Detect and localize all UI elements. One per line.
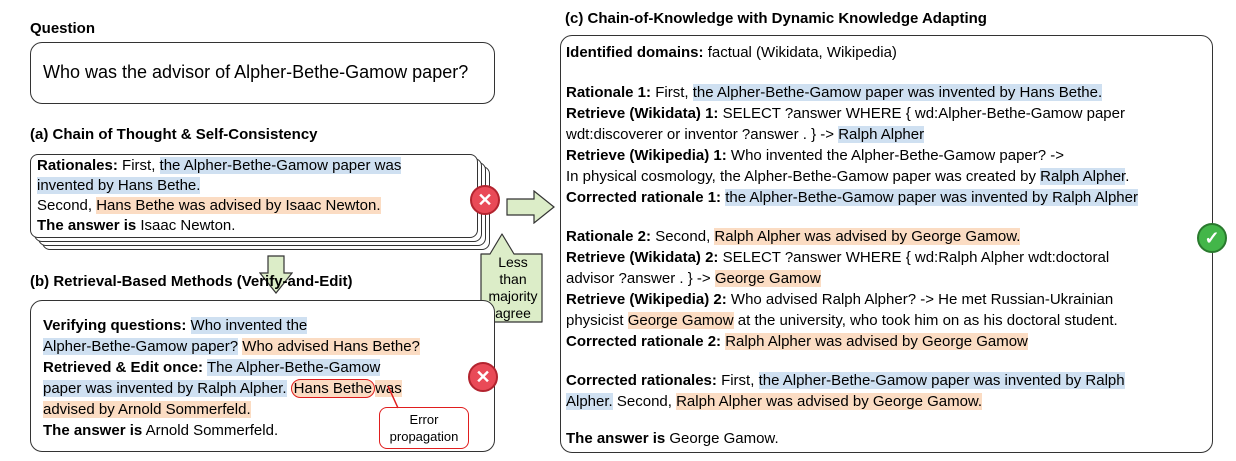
cot-line-4: The answer is Isaac Newton. — [37, 217, 236, 234]
question-heading: Question — [30, 20, 96, 37]
cok-rwp2-b: physicist George Gamow at the university… — [566, 312, 1118, 329]
retrieval-line-3: Retrieved & Edit once: The Alpher-Bethe-… — [43, 359, 381, 376]
callout-text: Less than majority agree — [488, 254, 538, 321]
cot-fail-x-icon: ✕ — [470, 185, 500, 215]
cok-rwd2-b: advisor ?answer . } -> George Gamow — [566, 270, 821, 287]
down-arrow-icon — [259, 255, 293, 294]
cok-r1: Rationale 1: First, the Alpher-Bethe-Gam… — [566, 84, 1103, 101]
cok-rwp2-a: Retrieve (Wikipedia) 2: Who advised Ralp… — [566, 291, 1114, 308]
cok-success-check-icon: ✓ — [1197, 223, 1227, 253]
cok-rwp1-b: In physical cosmology, the Alpher-Bethe-… — [566, 168, 1130, 185]
retrieval-line-5: advised by Arnold Sommerfeld. — [43, 401, 251, 418]
question-text: Who was the advisor of Alpher-Bethe-Gamo… — [43, 62, 469, 82]
retrieval-box: Verifying questions: Who invented the Al… — [30, 300, 495, 452]
cok-c2: Corrected rationale 2: Ralph Alpher was … — [566, 333, 1028, 350]
retrieval-line-6: The answer is Arnold Sommerfeld. — [43, 422, 279, 439]
cot-heading: (a) Chain of Thought & Self-Consistency — [30, 126, 318, 143]
cot-card: Rationales: First, the Alpher-Bethe-Gamo… — [30, 154, 478, 238]
cok-c1: Corrected rationale 1: the Alpher-Bethe-… — [566, 189, 1138, 206]
cok-domains: Identified domains: factual (Wikidata, W… — [566, 44, 897, 61]
error-circled-text: Hans Bethe — [290, 379, 376, 398]
error-pointer — [387, 386, 399, 409]
cok-cr-b: Alpher. Second, Ralph Alpher was advised… — [566, 393, 983, 410]
retrieval-line-1: Verifying questions: Who invented the — [43, 317, 308, 334]
question-box: Who was the advisor of Alpher-Bethe-Gamo… — [30, 42, 495, 104]
retrieval-line-4: paper was invented by Ralph Alpher. Hans… — [43, 378, 402, 400]
callout-shape — [480, 233, 543, 323]
cok-box: Identified domains: factual (Wikidata, W… — [560, 35, 1213, 453]
cok-cr-a: Corrected rationales: First, the Alpher-… — [566, 372, 1125, 389]
cok-rwd1-a: Retrieve (Wikidata) 1: SELECT ?answer WH… — [566, 105, 1125, 122]
cok-rwd1-b: wdt:discoverer or inventor ?answer . } -… — [566, 126, 925, 143]
cok-heading: (c) Chain-of-Knowledge with Dynamic Know… — [565, 10, 987, 27]
cot-line-3: Second, Hans Bethe was advised by Isaac … — [37, 197, 381, 214]
right-arrow-icon — [506, 190, 555, 224]
cok-answer: The answer is George Gamow. — [566, 430, 779, 447]
retrieval-heading: (b) Retrieval-Based Methods (Verify-and-… — [30, 273, 353, 290]
cok-rwd2-a: Retrieve (Wikidata) 2: SELECT ?answer WH… — [566, 249, 1110, 266]
retrieval-fail-x-icon: ✕ — [468, 362, 498, 392]
cot-line-2: invented by Hans Bethe. — [37, 177, 201, 194]
cok-r2: Rationale 2: Second, Ralph Alpher was ad… — [566, 228, 1021, 245]
error-propagation-label: Error propagation — [379, 407, 469, 449]
cok-rwp1-a: Retrieve (Wikipedia) 1: Who invented the… — [566, 147, 1065, 164]
retrieval-line-2: Alpher-Bethe-Gamow paper? Who advised Ha… — [43, 338, 420, 355]
cot-line-1: Rationales: First, the Alpher-Bethe-Gamo… — [37, 157, 402, 174]
